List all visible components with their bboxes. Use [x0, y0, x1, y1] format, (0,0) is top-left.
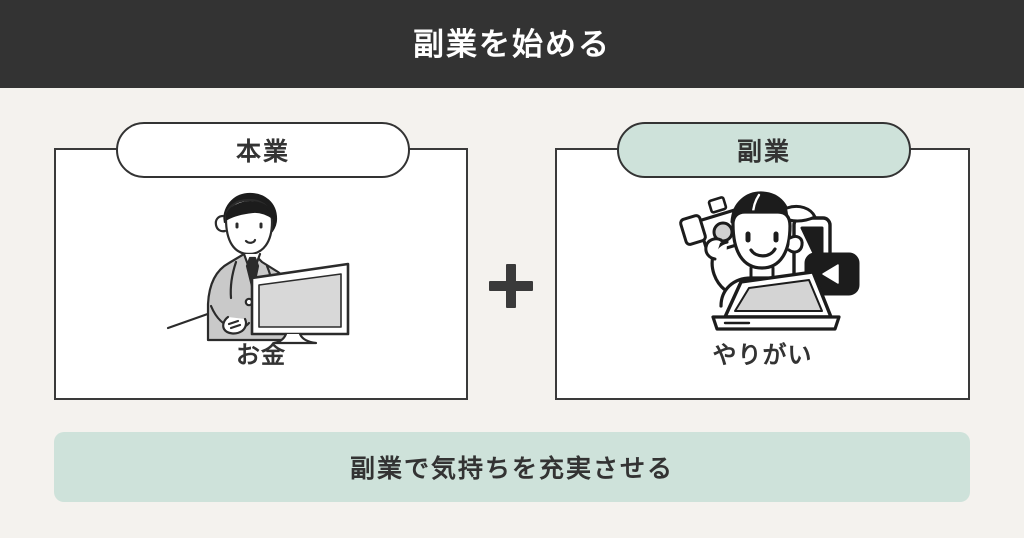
- conclusion-banner-text: 副業で気持ちを充実させる: [349, 455, 674, 483]
- pill-label-side-job-text: 副業: [736, 138, 791, 166]
- plus-sign-vertical-bar: [506, 264, 516, 308]
- businessman-at-desktop-computer-icon: [166, 186, 356, 351]
- header-bar: 副業を始める: [0, 0, 1024, 88]
- panel-caption-money: お金: [236, 342, 286, 369]
- pill-label-main-job: 本業: [116, 122, 410, 178]
- page-title: 副業を始める: [413, 26, 611, 62]
- creator-with-camera-laptop-smartphone-icon: [663, 186, 863, 351]
- plus-sign: [489, 264, 533, 308]
- panel-caption-fulfillment: やりがい: [712, 342, 813, 369]
- panel-main-job: お金: [54, 148, 468, 400]
- pill-label-main-job-text: 本業: [235, 138, 290, 166]
- conclusion-banner: 副業で気持ちを充実させる: [54, 432, 970, 502]
- panel-side-job: やりがい: [555, 148, 970, 400]
- pill-label-side-job: 副業: [617, 122, 911, 178]
